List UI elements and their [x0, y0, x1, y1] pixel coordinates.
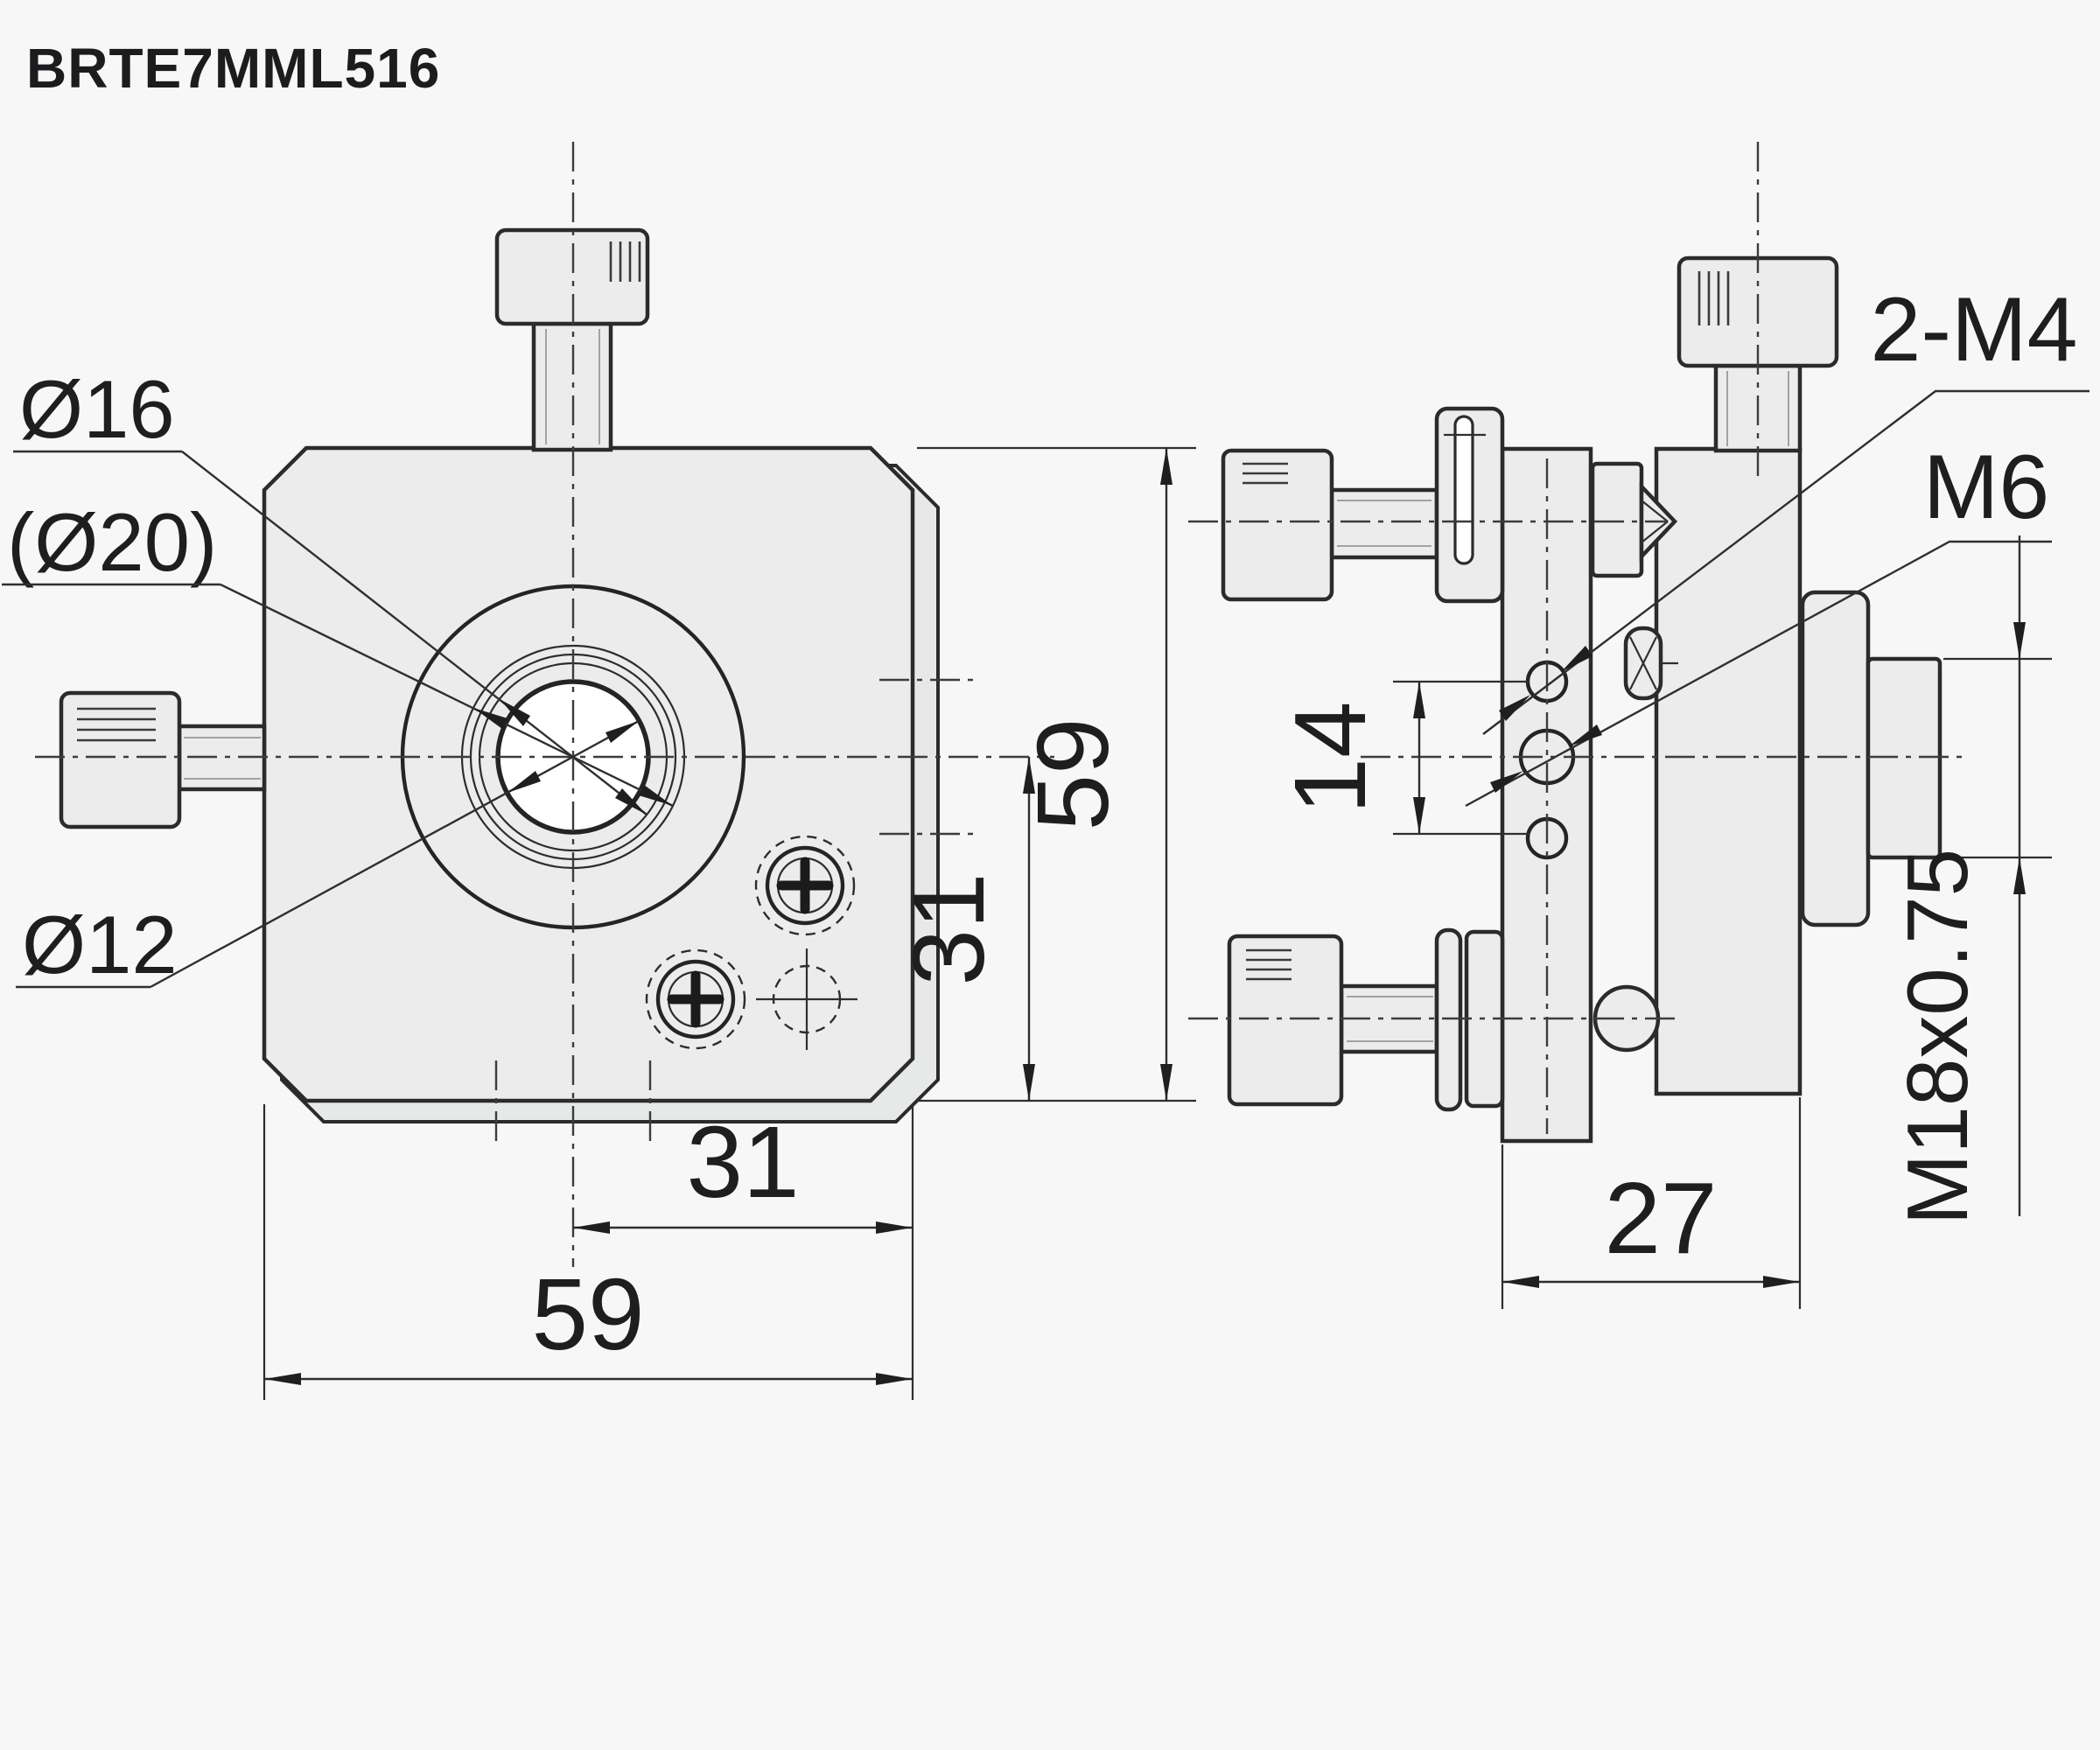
leader-d16: Ø16 [13, 363, 648, 816]
dim-31-vertical: 31 [892, 872, 1005, 985]
side-lower-knob [1227, 928, 1505, 1112]
leader-2m4: 2-M4 [1482, 279, 2090, 735]
side-upper-knob [1221, 406, 1505, 604]
label-m6: M6 [1923, 437, 2049, 538]
threaded-barrel [1866, 656, 1942, 860]
label-d16: Ø16 [19, 363, 175, 455]
label-2m4: 2-M4 [1871, 279, 2078, 381]
side-view: 2-M4 M6 14 27 [1188, 142, 2090, 1309]
dim-hole-spacing: 14 [1273, 680, 1530, 836]
dim-thread: M18x0.75 [1889, 536, 2052, 1225]
label-d12: Ø12 [22, 899, 178, 990]
side-back-plate [1654, 446, 1802, 1096]
knurl-marks-icon [1698, 271, 1730, 326]
top-knob [494, 228, 650, 452]
knurl-marks-icon [1242, 462, 1288, 485]
phillips-screw [754, 835, 856, 936]
barrel-flange [1800, 590, 1871, 928]
leader-d12: Ø12 [16, 719, 640, 990]
dim-31-horizontal: 31 [686, 1105, 799, 1219]
phillips-screw [645, 948, 746, 1050]
dim-center-to-right: 31 [573, 1104, 914, 1400]
dim-m18: M18x0.75 [1889, 849, 1985, 1225]
knurl-marks-icon [609, 242, 641, 282]
adjuster-tip [1590, 461, 1678, 578]
knurl-marks-icon [77, 707, 156, 742]
leader-d20: (Ø20) [2, 496, 674, 808]
front-view: Ø16 (Ø20) Ø12 31 [2, 142, 1196, 1400]
slot-screw-side [1623, 626, 1678, 701]
dim-center-to-bottom: 31 [892, 757, 1035, 1101]
washer [1434, 928, 1463, 1112]
dim-14: 14 [1273, 701, 1387, 814]
dim-width: 59 [262, 1104, 913, 1400]
dim-27: 27 [1604, 1161, 1717, 1275]
flexure-slot [1453, 415, 1474, 565]
leader-m6: M6 [1465, 437, 2052, 808]
edge-ticks [494, 678, 973, 1143]
dim-height: 59 [917, 446, 1196, 1102]
knurl-marks-icon [1246, 948, 1292, 981]
dim-59-vertical: 59 [1016, 718, 1130, 830]
part-number: BRTE7MML516 [26, 37, 440, 100]
label-d20: (Ø20) [7, 496, 217, 588]
left-knob [59, 690, 267, 830]
dim-59-horizontal: 59 [531, 1257, 644, 1371]
dim-depth: 27 [1501, 1097, 1802, 1309]
hole-crosshair [756, 948, 858, 1050]
